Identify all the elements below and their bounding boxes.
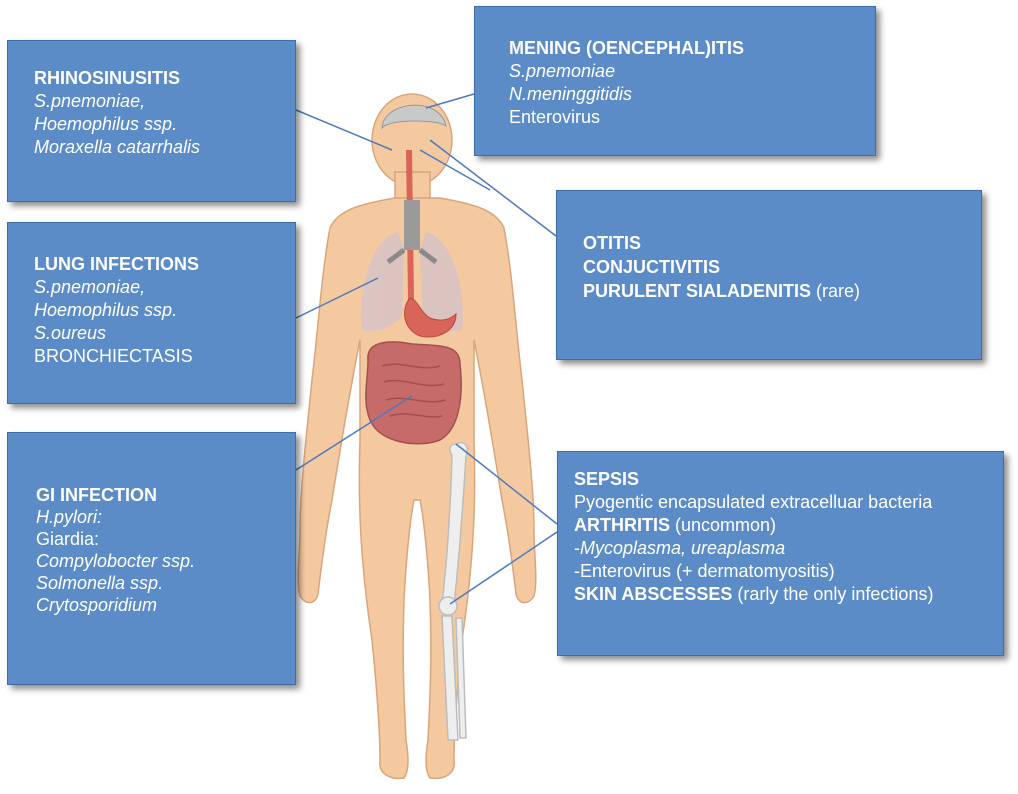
trachea <box>404 200 420 250</box>
otitis-title: OTITIS <box>583 231 981 255</box>
arthritis-line: ARTHRITIS (uncommon) <box>574 514 1003 537</box>
sepsis-title: SEPSIS <box>574 468 1003 491</box>
gi-pathogen: Crytosporidium <box>36 594 295 616</box>
skin-abscesses-note: (rarly the only infections) <box>732 584 933 604</box>
lung-pathogen: S.oureus <box>34 322 295 345</box>
gi-infection-title: GI INFECTION <box>36 484 295 506</box>
lung-pathogen: S.pnemoniae, <box>34 276 295 299</box>
rhinosinusitis-pathogen: S.pnemoniae, <box>34 90 295 113</box>
sialadenitis-note: (rare) <box>811 281 860 301</box>
sialadenitis-line: PURULENT SIALADENITIS (rare) <box>583 279 981 303</box>
rhinosinusitis-box: RHINOSINUSITIS S.pnemoniae, Hoemophilus … <box>7 40 296 202</box>
skin-abscesses-title: SKIN ABSCESSES <box>574 584 732 604</box>
rhinosinusitis-pathogen: Hoemophilus ssp. <box>34 113 295 136</box>
gi-pathogen: H.pylori: <box>36 506 295 528</box>
sepsis-description: Pyogentic encapsulated extracelluar bact… <box>574 491 1003 514</box>
rhinosinusitis-pathogen: Moraxella catarrhalis <box>34 136 295 159</box>
lung-condition: BRONCHIECTASIS <box>34 345 295 368</box>
enterovirus-line: -Enterovirus (+ dermatomyositis) <box>574 560 1003 583</box>
sialadenitis-title: PURULENT SIALADENITIS <box>583 281 811 301</box>
arthritis-title: ARTHRITIS <box>574 515 670 535</box>
lung-infections-box: LUNG INFECTIONS S.pnemoniae, Hoemophilus… <box>7 222 296 404</box>
meningitis-title: MENING (OENCEPHAL)ITIS <box>509 37 875 60</box>
mycoplasma-line: -Mycoplasma, ureaplasma <box>574 537 1003 560</box>
gi-pathogen: Giardia: <box>36 528 295 550</box>
intestines <box>366 342 461 444</box>
arthritis-note: (uncommon) <box>670 515 776 535</box>
meningitis-pathogen: N.meninggitidis <box>509 83 875 106</box>
skin-abscesses-line: SKIN ABSCESSES (rarly the only infection… <box>574 583 1003 606</box>
meningitis-pathogen: Enterovirus <box>509 106 875 129</box>
rhinosinusitis-title: RHINOSINUSITIS <box>34 67 295 90</box>
mycoplasma-pathogen: Mycoplasma, ureaplasma <box>580 538 785 558</box>
conjunctivitis-title: CONJUCTIVITIS <box>583 255 981 279</box>
lung-infections-title: LUNG INFECTIONS <box>34 253 295 276</box>
sepsis-box: SEPSIS Pyogentic encapsulated extracellu… <box>557 451 1004 656</box>
gi-pathogen: Solmonella ssp. <box>36 572 295 594</box>
otitis-box: OTITIS CONJUCTIVITIS PURULENT SIALADENIT… <box>556 190 982 360</box>
gi-pathogen: Compylobocter ssp. <box>36 550 295 572</box>
gi-infection-box: GI INFECTION H.pylori: Giardia: Compylob… <box>7 432 296 685</box>
lung-pathogen: Hoemophilus ssp. <box>34 299 295 322</box>
meningitis-box: MENING (OENCEPHAL)ITIS S.pnemoniae N.men… <box>474 6 876 156</box>
meningitis-pathogen: S.pnemoniae <box>509 60 875 83</box>
